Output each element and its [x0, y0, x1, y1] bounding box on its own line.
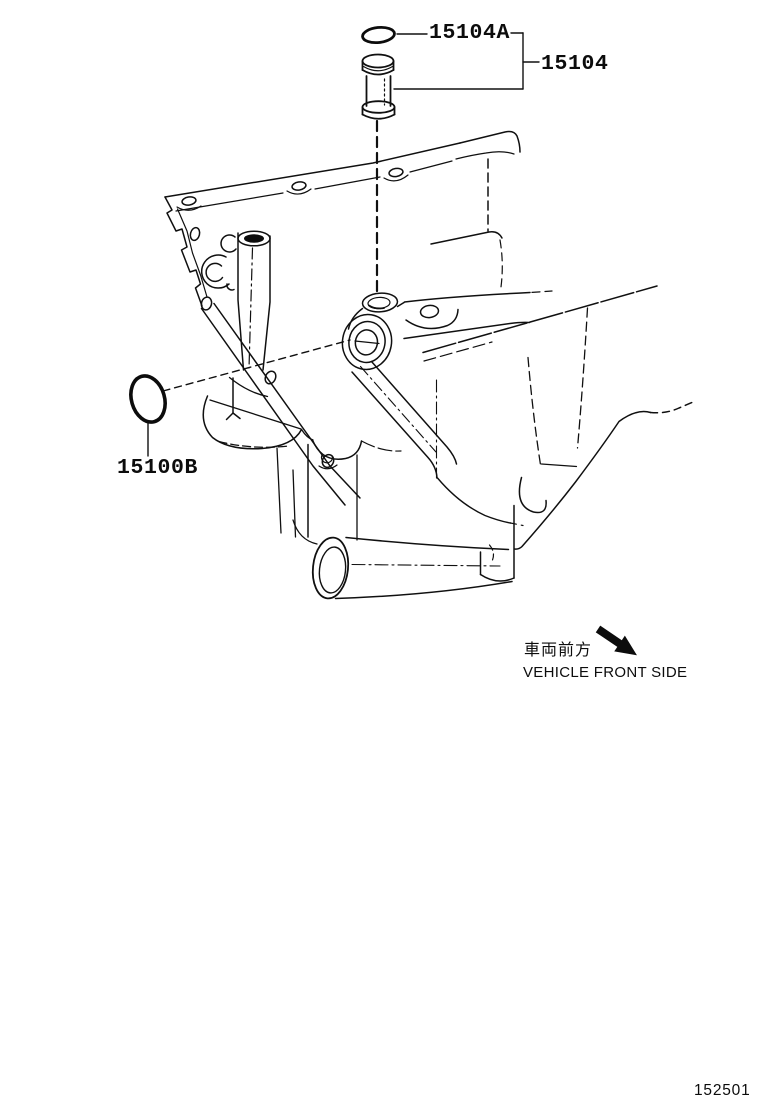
oring-15100b-drawing: [129, 374, 167, 424]
part-label-15104: 15104: [541, 52, 609, 76]
figure-code: 152501: [694, 1082, 751, 1099]
leader-lines: [147, 32, 540, 457]
part-label-15104a: 15104A: [429, 21, 511, 45]
vehicle-front-arrow-icon: [595, 625, 637, 656]
part-label-15100b: 15100B: [117, 456, 199, 480]
vehicle-front-note-jp: 車両前方: [524, 642, 593, 659]
vehicle-front-note-en: VEHICLE FRONT SIDE: [523, 664, 688, 681]
oil-strainer-drawing: [361, 53, 396, 120]
oring-15104a-drawing: [361, 25, 396, 45]
engine-block-drawing: [164, 130, 697, 600]
